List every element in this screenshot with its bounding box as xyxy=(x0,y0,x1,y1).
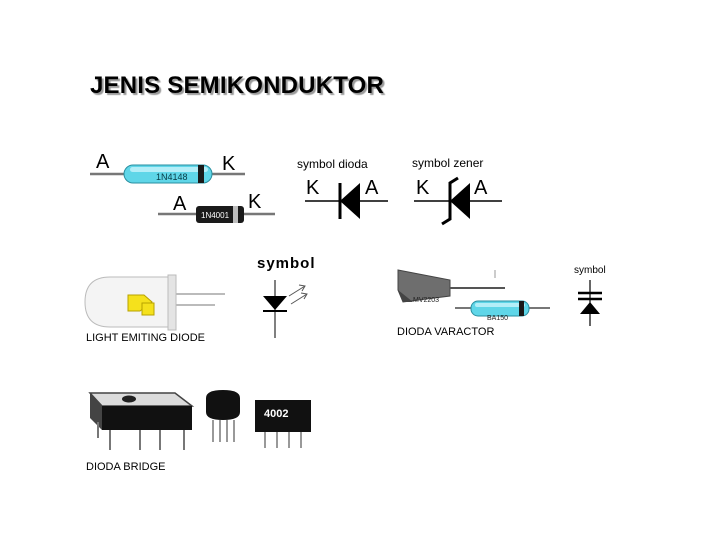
symbol-zener-label: symbol zener xyxy=(412,156,484,170)
glass-diode-cathode: K xyxy=(222,153,236,175)
bridge-rectifier-round xyxy=(206,390,240,442)
power-diode-anode: A xyxy=(173,193,187,215)
led-photo xyxy=(84,274,225,331)
led-caption: LIGHT EMITING DIODE xyxy=(86,332,205,344)
varactor-symbol xyxy=(578,280,602,326)
glass-diode-part: 1N4148 xyxy=(156,172,188,182)
zener-symbol-anode: A xyxy=(474,177,488,199)
diode-symbol-anode: A xyxy=(365,177,379,199)
page-title: JENIS SEMIKONDUKTOR xyxy=(90,72,385,99)
diode-symbol: K A xyxy=(305,177,388,219)
symbol-diode-label: symbol dioda xyxy=(297,157,368,171)
varactor-symbol-label: symbol xyxy=(574,265,606,276)
bridge-rectifier-square xyxy=(88,392,195,450)
zener-symbol: K A xyxy=(414,176,502,226)
glass-diode-anode: A xyxy=(96,151,110,173)
varactor-mv-package: MV2203 xyxy=(397,269,505,304)
bridge-caption: DIODA BRIDGE xyxy=(86,461,166,473)
bridge-rectifier-inline: 4002 xyxy=(255,400,311,448)
glass-diode: 1N4148 xyxy=(90,164,245,184)
led-symbol xyxy=(263,280,308,338)
varactor-caption: DIODA VARACTOR xyxy=(397,326,495,338)
power-diode-cathode: K xyxy=(248,191,262,213)
led-symbol-label: symbol xyxy=(257,255,316,272)
varactor-glass-diode: BA150 xyxy=(455,300,550,322)
varactor-photos: MV2203 BA150 xyxy=(397,269,550,322)
varactor-part-1: MV2203 xyxy=(413,297,439,304)
diode-symbol-cathode: K xyxy=(306,177,320,199)
diode-photos: 1N4148 A K 1N4001 A K xyxy=(90,151,275,223)
power-diode-part: 1N4001 xyxy=(201,211,230,220)
power-diode: 1N4001 xyxy=(158,206,275,223)
bridge-part: 4002 xyxy=(264,408,288,420)
zener-symbol-cathode: K xyxy=(416,177,430,199)
varactor-part-2: BA150 xyxy=(487,315,508,322)
